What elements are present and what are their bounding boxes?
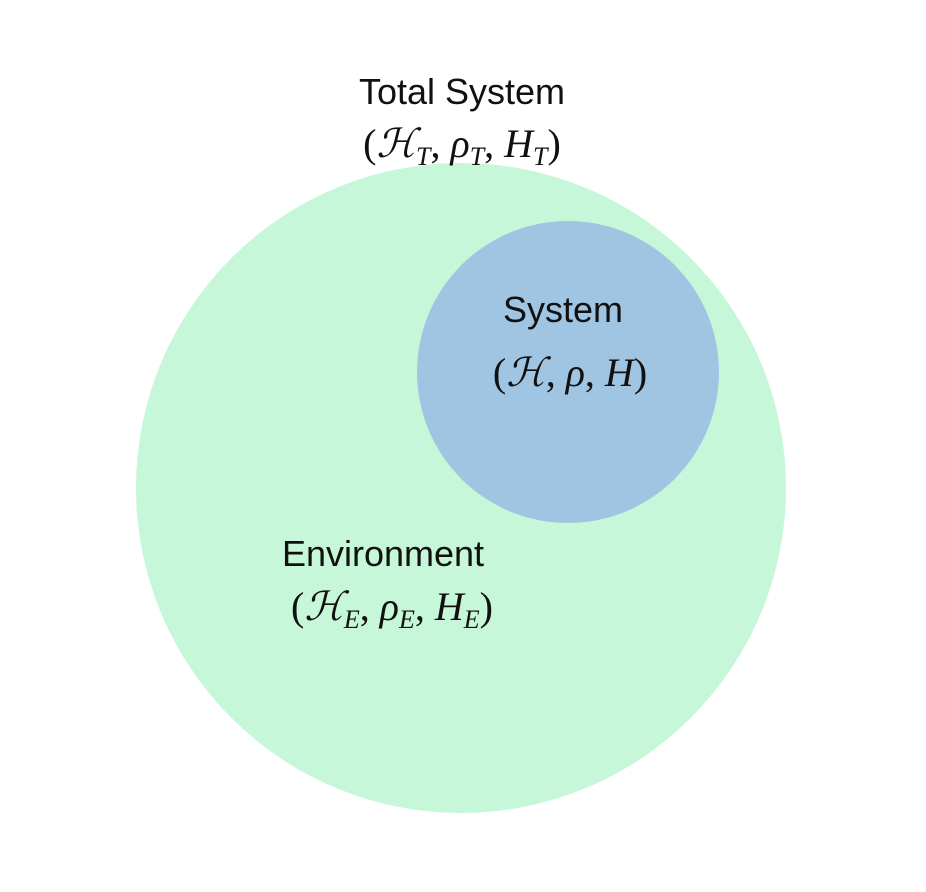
system-ham-symbol: H: [604, 350, 636, 395]
env-rho-symbol: ρ: [378, 584, 399, 629]
env-sep-2: ,: [415, 584, 425, 629]
env-close-paren: ): [480, 584, 493, 629]
total-rho-symbol: ρ: [448, 121, 469, 166]
system-sep-2: ,: [585, 350, 595, 395]
total-rho-sub: T: [470, 142, 486, 171]
environment-math: (ℋE,ρE,HE): [291, 584, 493, 634]
env-rho-sub: E: [398, 605, 415, 634]
total-open-paren: (: [363, 121, 376, 166]
system-rho-symbol: ρ: [564, 350, 585, 395]
env-ham-sub: E: [463, 605, 480, 634]
system-circle: [417, 221, 719, 523]
total-system-math: (ℋT,ρT,HT): [363, 121, 561, 171]
total-hilbert-symbol: ℋ: [376, 121, 421, 166]
environment-title: Environment: [282, 533, 484, 574]
total-ham-sub: T: [533, 142, 549, 171]
env-open-paren: (: [291, 584, 304, 629]
env-hilbert-symbol: ℋ: [304, 584, 349, 629]
system-sep-1: ,: [546, 350, 556, 395]
system-hilbert-symbol: ℋ: [506, 350, 551, 395]
total-close-paren: ): [548, 121, 561, 166]
total-system-title: Total System: [359, 71, 565, 112]
total-ham-symbol: H: [503, 121, 535, 166]
system-open-paren: (: [493, 350, 506, 395]
total-sep-1: ,: [430, 121, 440, 166]
env-sep-1: ,: [360, 584, 370, 629]
env-hilbert-sub: E: [343, 605, 360, 634]
env-ham-symbol: H: [434, 584, 466, 629]
system-math: (ℋ,ρ,H): [493, 350, 647, 395]
total-hilbert-sub: T: [416, 142, 432, 171]
system-title: System: [503, 289, 623, 330]
total-system-circle: [136, 163, 786, 813]
total-sep-2: ,: [484, 121, 494, 166]
system-close-paren: ): [634, 350, 647, 395]
